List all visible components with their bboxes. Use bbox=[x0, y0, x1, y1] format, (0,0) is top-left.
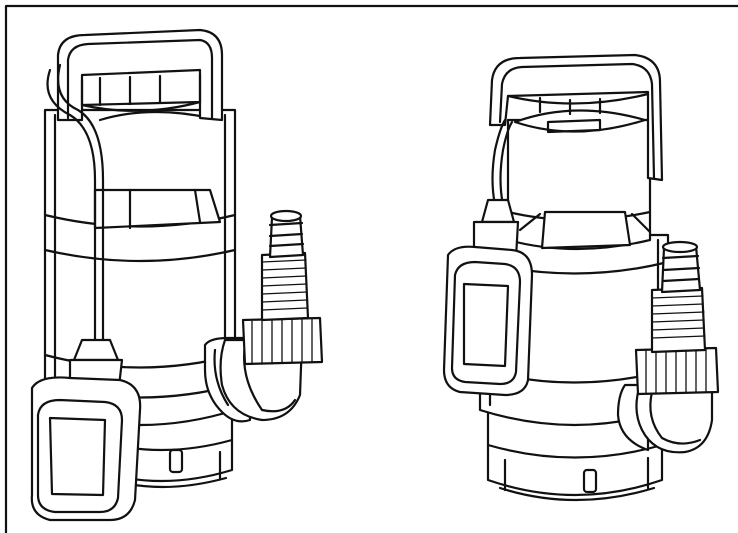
float-switch bbox=[30, 338, 142, 522]
submersible-pump-right bbox=[442, 53, 720, 502]
carry-handle bbox=[56, 28, 224, 122]
threaded-hose-adapter bbox=[634, 240, 720, 396]
frame-border bbox=[4, 4, 738, 533]
power-cable bbox=[491, 118, 507, 207]
elbow-outlet bbox=[616, 383, 714, 454]
float-switch bbox=[442, 198, 534, 397]
power-cable bbox=[46, 68, 97, 347]
threaded-hose-adapter bbox=[241, 209, 324, 366]
base-foot bbox=[486, 403, 664, 502]
carry-handle bbox=[488, 53, 664, 182]
submersible-pump-left bbox=[30, 28, 324, 522]
